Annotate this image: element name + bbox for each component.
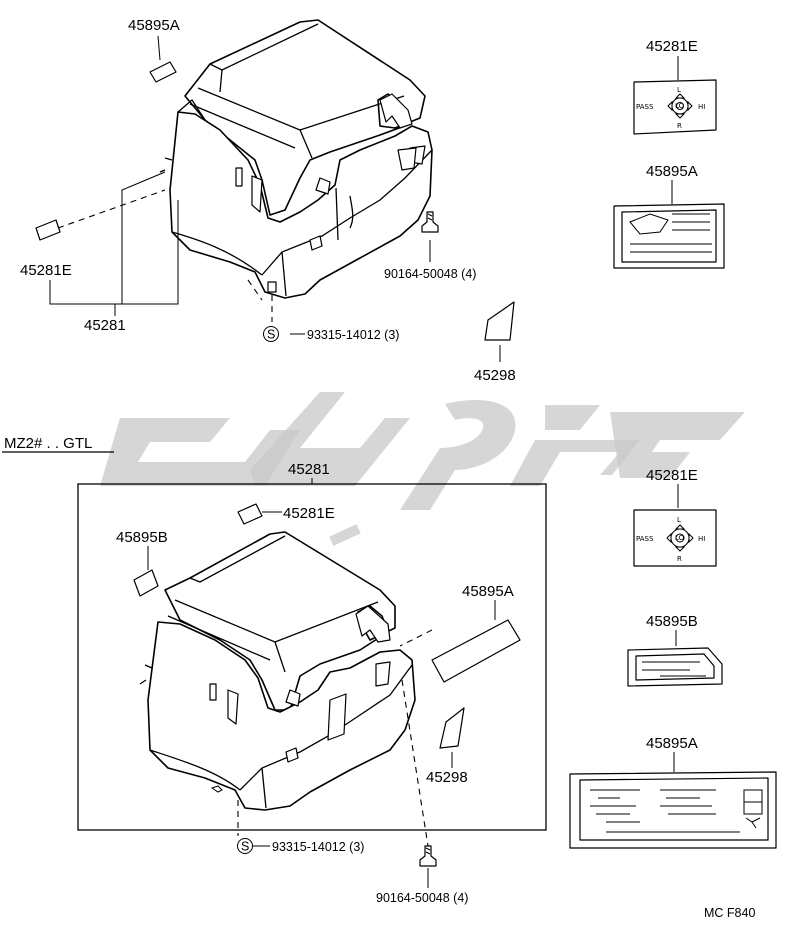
box-column-cover-assembly (139, 531, 416, 811)
label-box-45281: 45281 (288, 461, 330, 478)
svg-text:LO: LO (675, 534, 685, 542)
top-label-plate-45895a (149, 61, 177, 83)
label-side-45895b: 45895B (646, 613, 698, 630)
s-symbol-bottom (237, 838, 253, 854)
box-label-plate-45895b (133, 569, 159, 597)
label-top-90164: 90164-50048 (4) (384, 267, 476, 281)
label-box-45281e: 45281E (283, 505, 335, 522)
label-top-45281e: 45281E (20, 262, 72, 279)
svg-text:PASS: PASS (636, 103, 654, 111)
bottom-screw-90164 (419, 845, 437, 867)
s-symbol-top (263, 326, 279, 342)
label-top-45895a: 45895A (128, 17, 180, 34)
svg-text:HI: HI (698, 535, 705, 543)
switch-plate-45281e-1: PASS HI LO L R (633, 79, 717, 135)
switch-plate-45281e-2: PASS HI LO L R (633, 509, 717, 567)
label-box-45895b: 45895B (116, 529, 168, 546)
svg-text:L: L (677, 516, 681, 524)
footer-code: MC F840 (704, 906, 755, 920)
svg-text:L: L (677, 86, 681, 94)
top-label-plate-45281e (35, 219, 61, 241)
svg-text:R: R (677, 122, 682, 130)
label-bot-90164: 90164-50048 (4) (376, 891, 468, 905)
svg-text:R: R (677, 555, 682, 563)
s-symbol-top-text: S (267, 328, 275, 342)
top-clip-93315 (267, 281, 277, 293)
variant-label-mz2: MZ2# . . GTL (4, 435, 92, 452)
box-label-45298 (439, 707, 465, 749)
label-plate-45895a-2 (569, 771, 777, 849)
label-top-45281: 45281 (84, 317, 126, 334)
svg-text:PASS: PASS (636, 535, 654, 543)
label-top-93315: 93315-14012 (3) (307, 328, 399, 342)
label-side-45895a-2: 45895A (646, 735, 698, 752)
svg-text:LO: LO (675, 102, 685, 110)
label-side-45281e-1: 45281E (646, 38, 698, 55)
label-side-45895a-1: 45895A (646, 163, 698, 180)
s-symbol-bottom-text: S (241, 840, 249, 854)
top-label-45298 (484, 301, 515, 341)
label-side-45281e-2: 45281E (646, 467, 698, 484)
label-bot-93315: 93315-14012 (3) (272, 840, 364, 854)
watermark-logo (100, 392, 745, 546)
box-label-45895a (431, 619, 521, 683)
svg-text:HI: HI (698, 103, 705, 111)
top-screw-90164 (421, 211, 439, 233)
label-box-45298: 45298 (426, 769, 468, 786)
label-plate-45895b (627, 647, 723, 687)
box-label-plate-45281e (237, 503, 263, 525)
label-box-45895a: 45895A (462, 583, 514, 600)
label-top-45298: 45298 (474, 367, 516, 384)
top-column-cover-assembly (159, 19, 433, 301)
label-plate-45895a-1 (613, 203, 725, 269)
